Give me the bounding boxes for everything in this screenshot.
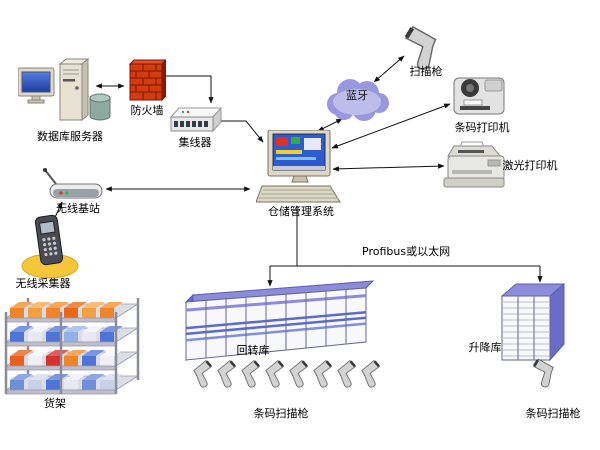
label-carousel: 回转库 <box>236 344 270 357</box>
wireless-base-icon <box>40 168 110 204</box>
scanner-row <box>192 356 384 396</box>
label-wireless-base: 无线基站 <box>56 202 100 215</box>
barcode-scanner-icon <box>288 358 312 390</box>
hub-icon <box>168 105 222 137</box>
firewall-icon <box>128 58 166 102</box>
barcode-scanner-icon <box>192 358 216 390</box>
label-firewall: 防火墙 <box>130 104 164 117</box>
label-single-scanner: 条码扫描枪 <box>525 407 581 420</box>
connector-wms-laser-printer <box>332 163 445 172</box>
wms-computer-icon <box>256 130 344 208</box>
barcode-scanner-icon <box>240 358 264 390</box>
database-cylinder <box>89 93 111 121</box>
screen-gui <box>273 137 325 170</box>
barcode-scanner-icon <box>216 358 240 390</box>
bluetooth-cloud-icon: 蓝牙 <box>324 76 390 126</box>
shelf-rack-icon <box>0 296 145 398</box>
label-scanner-row: 条码扫描枪 <box>253 407 309 420</box>
server-monitor <box>18 67 55 104</box>
barcode-printer-icon <box>452 68 510 120</box>
label-shelf: 货架 <box>44 397 66 410</box>
label-laser-printer: 激光打印机 <box>502 159 558 172</box>
connector-firewall-hub <box>163 75 214 104</box>
label-handheld-scanner: 扫描枪 <box>409 65 443 78</box>
barcode-scanner-icon <box>336 358 360 390</box>
laser-printer-icon <box>442 136 510 190</box>
label-database-server: 数据库服务器 <box>37 130 103 143</box>
single-scanner-icon <box>530 354 556 392</box>
label-lift: 升降库 <box>468 341 502 354</box>
server-tower <box>58 58 90 122</box>
label-bus: Profibus或以太网 <box>362 245 451 258</box>
label-barcode-printer: 条码打印机 <box>454 121 510 134</box>
label-wms: 仓储管理系统 <box>268 205 334 218</box>
lift-warehouse-icon <box>498 280 570 368</box>
label-bluetooth: 蓝牙 <box>346 89 368 102</box>
database-server-icon <box>18 58 114 130</box>
barcode-scanner-icon <box>360 358 384 390</box>
barcode-scanner-icon <box>312 358 336 390</box>
label-wireless-collector: 无线采集器 <box>15 277 71 290</box>
wireless-collector-icon <box>18 214 82 280</box>
barcode-scanner-icon <box>264 358 288 390</box>
label-hub: 集线器 <box>178 136 212 149</box>
carousel-warehouse-icon <box>180 276 376 368</box>
